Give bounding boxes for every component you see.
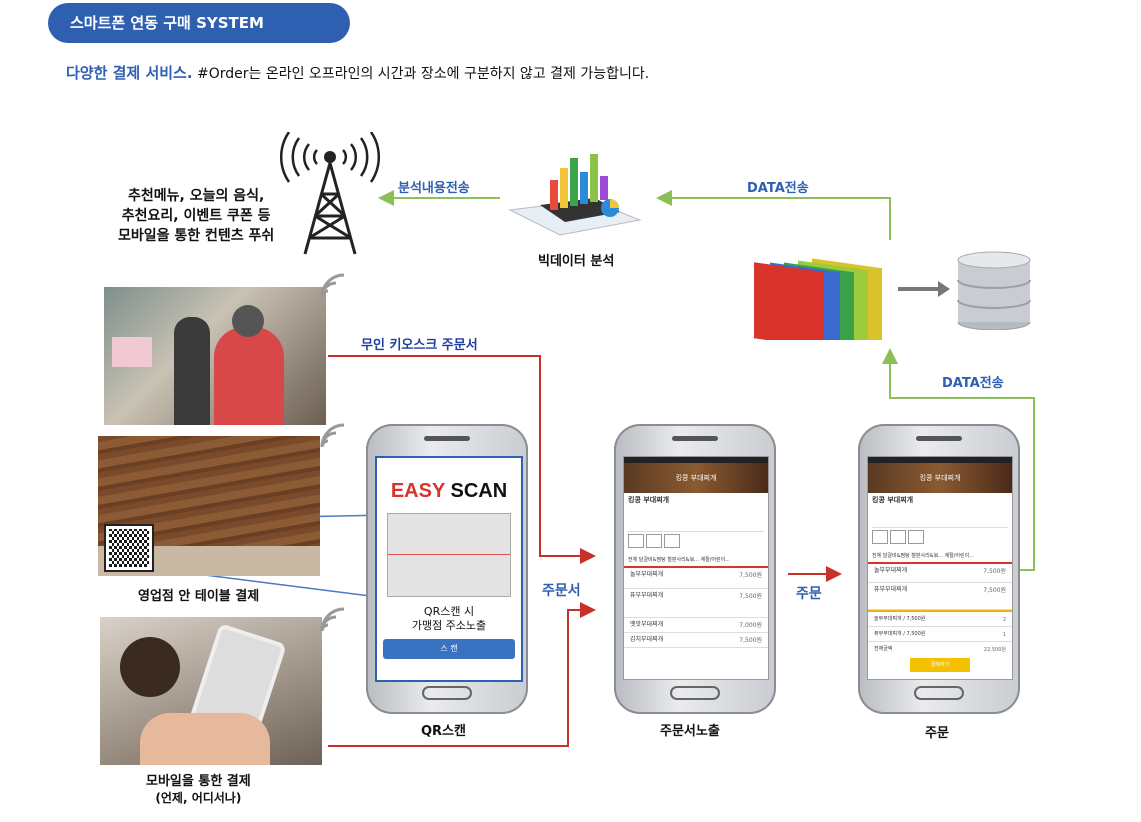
push-line-3: 모바일을 통한 컨텐츠 푸쉬 xyxy=(118,228,275,244)
order-form-label: 주문서 xyxy=(542,583,581,599)
qr-code-icon xyxy=(104,524,154,572)
store-name: 킹콩 부대찌개 xyxy=(872,496,914,504)
menu-item-name: 퓨부부대찌개 xyxy=(630,592,664,599)
menu-row[interactable]: 놀부부대찌개 7,500원 xyxy=(868,564,1012,583)
database-icon xyxy=(957,251,1031,330)
qr-scan-label: QR스캔 xyxy=(421,724,466,739)
photo-strip xyxy=(872,530,1008,548)
easy-scan-title: EASY SCAN xyxy=(377,480,521,503)
signal-wave-icon xyxy=(320,607,345,632)
menu-item-price: 7,000원 xyxy=(739,622,762,629)
menu-item-name: 옛맛부대찌개 xyxy=(630,621,664,628)
push-line-1: 추천메뉴, 오늘의 음식, xyxy=(128,188,265,204)
signal-wave-icon xyxy=(320,273,345,298)
tagline-text: #Order는 온라인 오프라인의 시간과 장소에 구분하지 않고 결제 가능합… xyxy=(192,66,650,82)
total-label: 전체금액 xyxy=(874,646,893,652)
store-name: 킹콩 부대찌개 xyxy=(628,496,670,504)
data-folders-icon xyxy=(754,258,882,340)
menu-row[interactable]: 퓨부부대찌개 7,500원 xyxy=(868,583,1012,610)
scan-viewfinder xyxy=(387,513,511,597)
phone-speaker xyxy=(672,436,718,441)
menu-item-price: 7,500원 xyxy=(983,587,1006,594)
menu-item-price: 7,500원 xyxy=(983,568,1006,575)
mobile-pay-sub: (언제, 어디서나) xyxy=(155,791,242,805)
phone-home-button[interactable] xyxy=(914,686,964,700)
menu-item-name: 김치부대찌개 xyxy=(630,636,664,643)
push-content-text: 추천메뉴, 오늘의 음식, 추천요리, 이벤트 쿠폰 등 모바일을 통한 컨텐츠… xyxy=(118,186,274,246)
data-send-top-arrow xyxy=(656,190,891,240)
phone-speaker xyxy=(424,436,470,441)
scan-note-line2: 가맹점 주소노출 xyxy=(411,619,487,632)
menu-row[interactable]: 놀부부대찌개 7,500원 xyxy=(624,568,768,589)
kiosk-order-line xyxy=(328,355,596,564)
section-header-pill: 스마트폰 연동 구매 SYSTEM xyxy=(48,3,350,43)
kiosk-photo xyxy=(104,287,326,425)
menu-row[interactable]: 퓨부부대찌개 7,500원 xyxy=(624,589,768,618)
mobile-photo xyxy=(100,617,322,765)
table-pay-label: 영업점 안 테이블 결제 xyxy=(138,589,260,604)
phone1-screen: EASY SCAN QR스캔 시 가맹점 주소노출 스 캔 xyxy=(375,456,523,682)
menu-item-name: 놀부부대찌개 xyxy=(874,567,908,574)
scan-note-line1: QR스캔 시 xyxy=(423,605,475,618)
tagline: 다양한 결제 서비스. #Order는 온라인 오프라인의 시간과 장소에 구분… xyxy=(66,62,649,83)
phone-speaker xyxy=(916,436,962,441)
pay-button[interactable]: 결제하기 xyxy=(910,658,970,672)
easy-text: EASY xyxy=(390,480,445,502)
phone-qr-scan: EASY SCAN QR스캔 시 가맹점 주소노출 스 캔 xyxy=(366,424,528,714)
mobile-order-line xyxy=(328,602,596,747)
order-show-label: 주문서노출 xyxy=(660,724,720,739)
push-line-2: 추천요리, 이벤트 쿠폰 등 xyxy=(121,208,271,224)
phone3-screen: 킹콩 부대찌개 킹콩 부대찌개 전체 달걀비&찜탕 철판사리&볶... 계절/어… xyxy=(867,456,1013,680)
total-row: 전체금액 22,500원 xyxy=(868,642,1012,656)
store-banner: 킹콩 부대찌개 xyxy=(868,463,1012,493)
kiosk-order-label: 무인 키오스크 주문서 xyxy=(361,338,478,353)
analysis-send-label: 분석내용전송 xyxy=(398,181,470,196)
scan-text: SCAN xyxy=(450,480,508,502)
folder-to-db-arrowhead xyxy=(938,281,950,297)
cart-item-qty[interactable]: 2 xyxy=(1002,617,1006,623)
phone-home-button[interactable] xyxy=(670,686,720,700)
menu-item-price: 7,500원 xyxy=(739,572,762,579)
cart-row: 놀부부대찌개 / 7,500원 2 xyxy=(868,612,1012,627)
mobile-pay-label: 모바일을 통한 결제 (언제, 어디서나) xyxy=(146,770,251,806)
data-send-right-arrow xyxy=(882,348,1035,571)
menu-item-name: 퓨부부대찌개 xyxy=(874,586,908,593)
total-value: 22,500원 xyxy=(983,647,1006,653)
category-tabs[interactable]: 전체 달걀비&찜탕 철판사리&볶... 계절/어린이... xyxy=(868,550,1012,564)
photo-strip xyxy=(628,534,764,552)
tagline-highlight: 다양한 결제 서비스. xyxy=(66,64,193,82)
broadcast-tower-icon xyxy=(279,132,381,255)
phone-home-button[interactable] xyxy=(422,686,472,700)
cart-item-name: 퓨부부대찌개 / 7,500원 xyxy=(874,631,926,637)
table-photo xyxy=(98,436,320,576)
menu-item-name: 놀부부대찌개 xyxy=(630,571,664,578)
cart-item-name: 놀부부대찌개 / 7,500원 xyxy=(874,616,926,622)
menu-row[interactable]: 김치부대찌개 7,500원 xyxy=(624,633,768,648)
phone2-screen: 킹콩 부대찌개 킹콩 부대찌개 전체 달걀비&찜탕 철판사리&볶... 계절/어… xyxy=(623,456,769,680)
mobile-pay-title: 모바일을 통한 결제 xyxy=(146,774,251,789)
signal-wave-icon xyxy=(320,423,345,448)
bigdata-analytics-icon xyxy=(508,154,642,236)
order-done-label: 주문 xyxy=(925,726,949,741)
scan-button[interactable]: 스 캔 xyxy=(383,639,515,659)
menu-item-price: 7,500원 xyxy=(739,637,762,644)
data-send-top-label: DATA전송 xyxy=(747,181,809,196)
data-send-right-label: DATA전송 xyxy=(942,376,1004,391)
phone-order-complete: 킹콩 부대찌개 킹콩 부대찌개 전체 달걀비&찜탕 철판사리&볶... 계절/어… xyxy=(858,424,1020,714)
category-tabs[interactable]: 전체 달걀비&찜탕 철판사리&볶... 계절/어린이... xyxy=(624,554,768,568)
store-banner: 킹콩 부대찌개 xyxy=(624,463,768,493)
order-label: 주문 xyxy=(796,586,822,602)
menu-row[interactable]: 옛맛부대찌개 7,000원 xyxy=(624,618,768,633)
cart-item-qty[interactable]: 1 xyxy=(1002,632,1006,638)
bigdata-label: 빅데이터 분석 xyxy=(538,254,615,269)
phone-order-form: 킹콩 부대찌개 킹콩 부대찌개 전체 달걀비&찜탕 철판사리&볶... 계절/어… xyxy=(614,424,776,714)
cart-row: 퓨부부대찌개 / 7,500원 1 xyxy=(868,627,1012,642)
scan-note: QR스캔 시 가맹점 주소노출 xyxy=(377,605,521,633)
menu-item-price: 7,500원 xyxy=(739,593,762,600)
